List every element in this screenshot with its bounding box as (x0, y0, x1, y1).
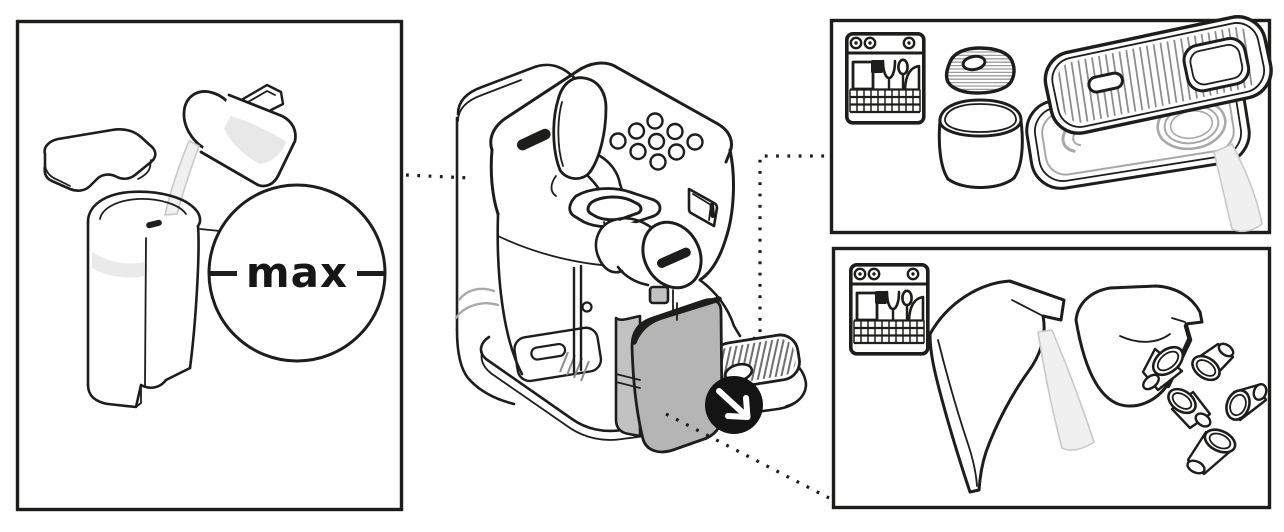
tank-lid-icon (43, 128, 157, 192)
cleaning-cup-icon (937, 98, 1024, 189)
dotted-connector-top-right (758, 154, 828, 332)
front-columns (572, 264, 593, 374)
panel-fill-tank-border (15, 19, 404, 512)
dotted-connector-bottom-right (665, 412, 830, 500)
used-capsule-icon (1141, 345, 1185, 392)
machine-cover-icon (928, 279, 1095, 494)
used-capsule-icon (1191, 342, 1235, 382)
max-dash-right (357, 270, 385, 276)
max-text: max (245, 248, 349, 297)
milk-frother-icon (594, 216, 703, 311)
water-tank-icon (86, 190, 221, 409)
panel-drip-tray-border (829, 18, 1272, 235)
side-recess (687, 187, 719, 228)
water-stream-icon (1037, 329, 1095, 451)
arrow-down-right-icon (716, 388, 751, 420)
tank-slider-slot (516, 128, 551, 151)
cup-support-grid-icon (944, 46, 1016, 95)
coffee-machine-icon (454, 61, 830, 500)
control-buttons-icon (609, 112, 704, 171)
used-capsule-icon (1186, 428, 1237, 476)
cup-shelf (513, 326, 603, 383)
drip-tray-cleaning-illustration (844, 15, 1273, 233)
panel-capsule-border (831, 246, 1272, 510)
removable-cup-support-highlight (614, 285, 724, 454)
drip-tray-grill-icon (1043, 15, 1273, 135)
water-stream-icon (1213, 143, 1263, 233)
machine-body (489, 61, 742, 376)
remove-arrow-badge-icon (705, 376, 763, 434)
max-dash-left (209, 270, 237, 276)
capsule-container-icon (1074, 284, 1204, 408)
capsule-cleaning-illustration (848, 262, 1268, 494)
max-level-label: max (209, 246, 385, 300)
machine-water-tank (454, 63, 586, 406)
max-level-circle-icon (207, 183, 387, 363)
used-capsule-icon (1225, 383, 1268, 422)
used-capsule-icon (1167, 387, 1212, 430)
dotted-connector-left (405, 173, 471, 180)
capsule-slot (568, 187, 662, 229)
capsule-lid-icon (550, 76, 662, 232)
fill-tank-illustration (43, 83, 387, 409)
